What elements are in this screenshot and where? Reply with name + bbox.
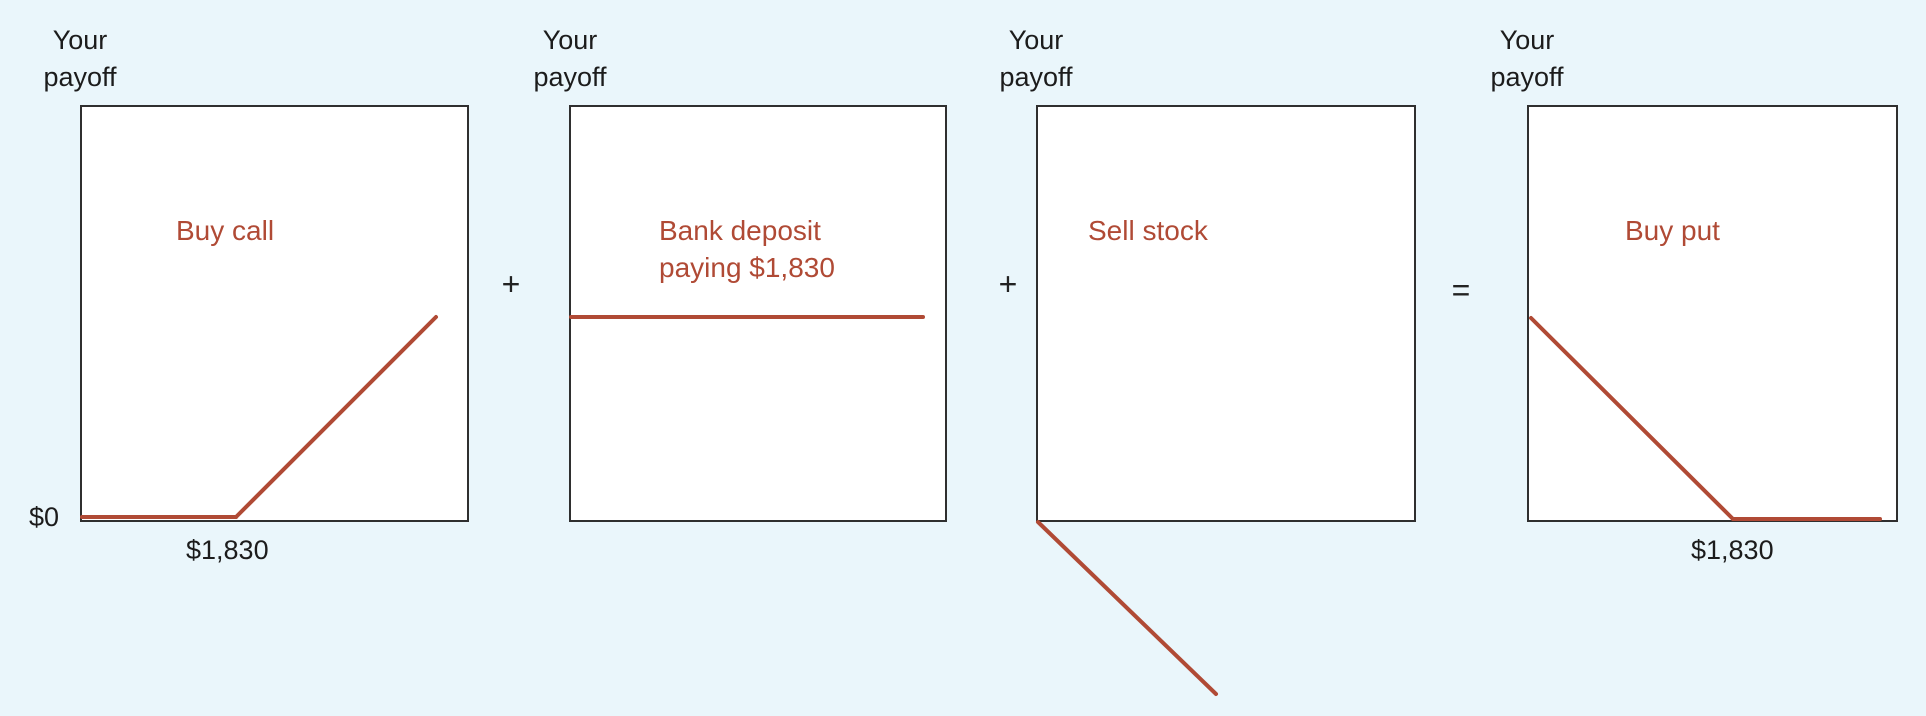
sell-stock-line <box>1036 520 1218 696</box>
panel-bank-deposit <box>569 105 947 522</box>
panel-title-bank-deposit: Bank deposit paying $1,830 <box>659 215 835 283</box>
panel-title-buy-put: Buy put <box>1625 215 1720 246</box>
zero-payoff-label: $0 <box>29 502 60 532</box>
panel-title-buy-call: Buy call <box>176 215 275 246</box>
y-axis-label-text: Your payoff <box>1490 25 1564 92</box>
panel-sell-stock <box>1036 105 1416 522</box>
y-axis-label-1: Your payoff <box>20 22 140 96</box>
strike-label-call: $1,830 <box>186 535 269 565</box>
y-axis-label-3: Your payoff <box>976 22 1096 96</box>
y-axis-label-2: Your payoff <box>510 22 630 96</box>
panel-title-sell-stock: Sell stock <box>1088 215 1208 246</box>
strike-label-put: $1,830 <box>1691 535 1774 565</box>
y-axis-label-text: Your payoff <box>43 25 117 92</box>
panel-buy-call <box>80 105 469 522</box>
y-axis-label-text: Your payoff <box>533 25 607 92</box>
panel-buy-put <box>1527 105 1898 522</box>
y-axis-label-text: Your payoff <box>999 25 1073 92</box>
plus-sign-1: + <box>501 266 521 302</box>
plus-sign-2: + <box>998 266 1018 302</box>
equals-sign: = <box>1451 272 1471 308</box>
y-axis-label-4: Your payoff <box>1467 22 1587 96</box>
